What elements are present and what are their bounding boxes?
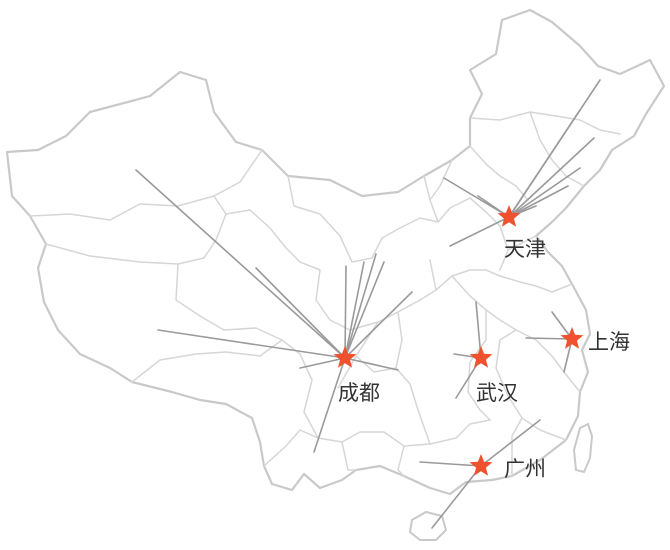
route-line-chengdu — [255, 267, 346, 359]
star-icon — [469, 454, 493, 476]
city-marker-guangzhou[interactable]: 广州 — [469, 454, 546, 481]
city-markers: 天津 上海 成都 武汉 广州 — [333, 205, 630, 481]
route-line-chengdu — [135, 169, 346, 359]
route-line-chengdu — [344, 261, 385, 359]
route-line-chengdu — [344, 357, 399, 371]
route-line-chengdu — [344, 291, 413, 359]
route-line-shanghai — [551, 311, 573, 340]
hainan-island — [408, 510, 448, 541]
star-icon — [497, 205, 521, 227]
route-line-tianjin — [449, 216, 510, 247]
route-line-chengdu — [299, 357, 346, 369]
country-outline — [5, 8, 666, 496]
route-line-chengdu — [313, 357, 346, 453]
city-label-shanghai: 上海 — [588, 330, 630, 354]
route-line-guangzhou — [419, 461, 482, 467]
city-marker-wuhan[interactable]: 武汉 — [469, 346, 518, 405]
city-marker-chengdu[interactable]: 成都 — [333, 346, 380, 405]
city-marker-shanghai[interactable]: 上海 — [560, 327, 630, 354]
route-line-guangzhou — [480, 419, 541, 467]
route-line-guangzhou — [431, 465, 482, 529]
star-icon — [333, 346, 357, 368]
city-label-tianjin: 天津 — [504, 237, 546, 261]
route-line-chengdu — [344, 261, 365, 359]
route-lines — [135, 79, 601, 529]
city-label-chengdu: 成都 — [338, 381, 380, 405]
route-line-chengdu — [344, 253, 377, 359]
route-line-tianjin — [508, 185, 569, 218]
route-line-tianjin — [508, 137, 595, 218]
route-line-shanghai — [525, 337, 573, 340]
route-line-chengdu — [157, 329, 346, 359]
city-label-wuhan: 武汉 — [476, 381, 518, 405]
taiwan-island — [572, 422, 594, 474]
route-line-tianjin — [508, 109, 581, 218]
city-label-guangzhou: 广州 — [504, 457, 546, 481]
star-icon — [560, 327, 584, 349]
route-line-tianjin — [508, 167, 581, 218]
city-marker-tianjin[interactable]: 天津 — [497, 205, 546, 261]
star-icon — [469, 346, 493, 368]
route-line-chengdu — [344, 265, 347, 359]
